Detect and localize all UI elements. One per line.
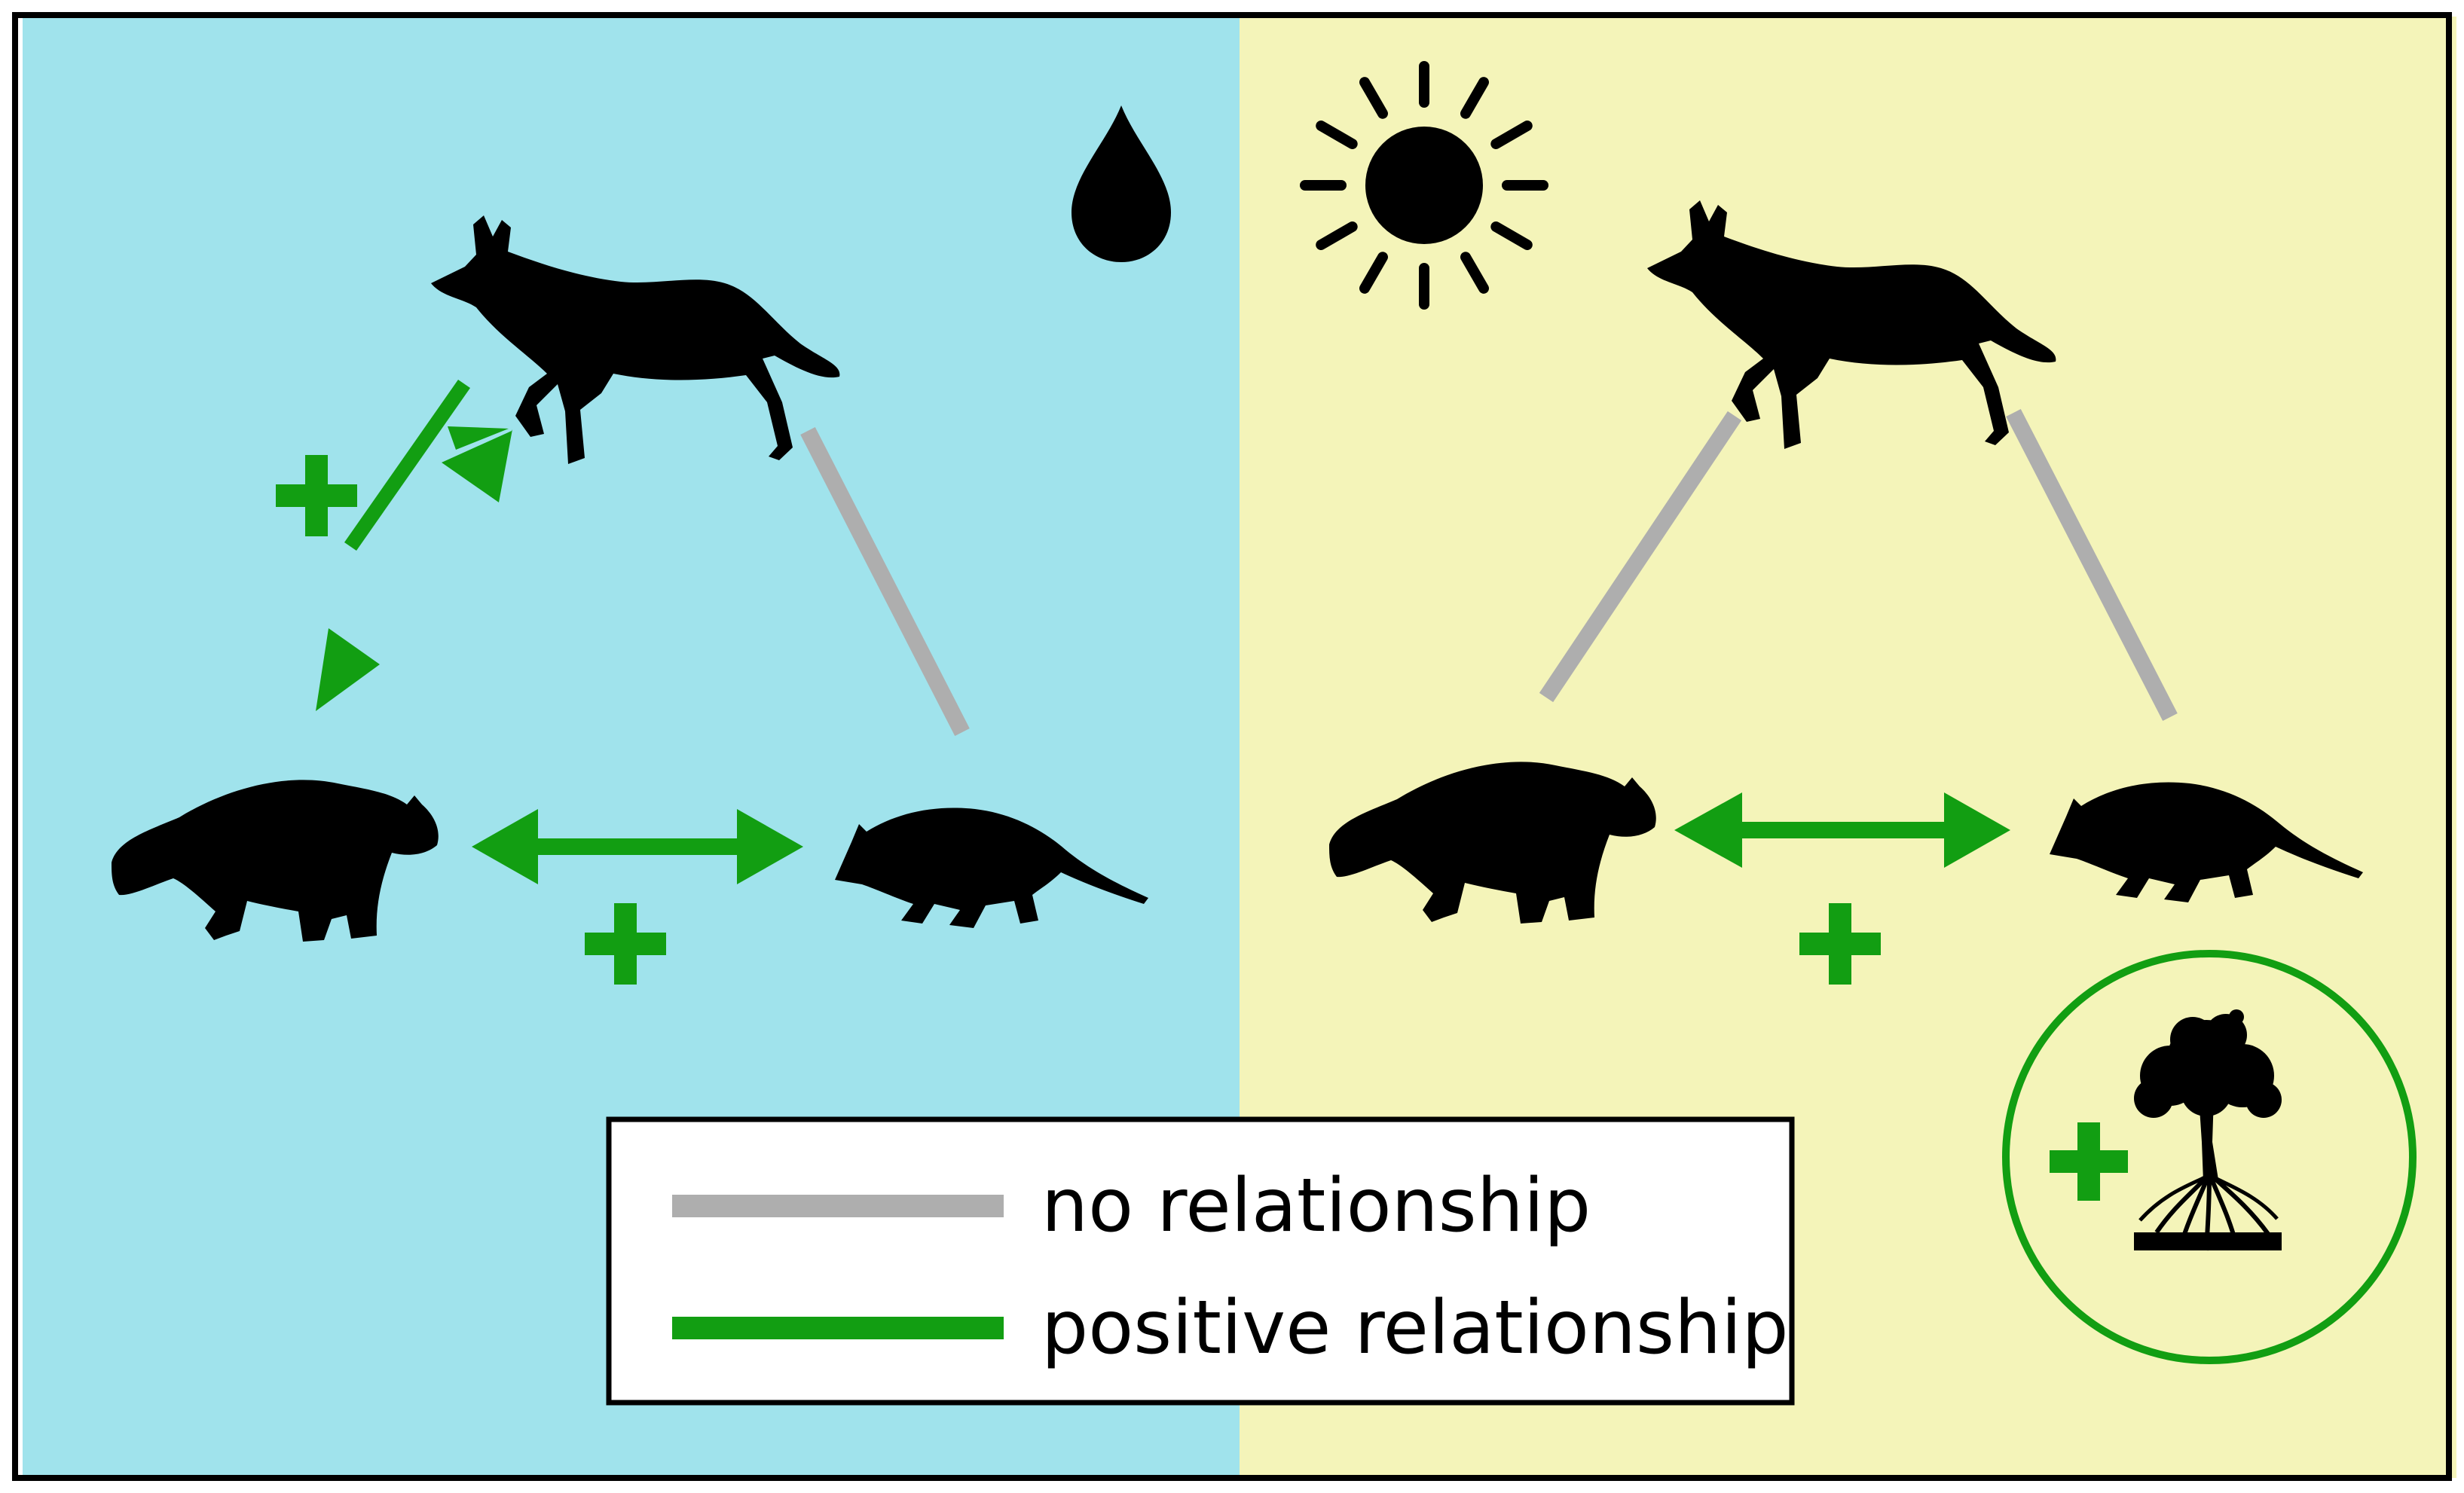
outer-border bbox=[12, 12, 2452, 1481]
sun-ray bbox=[1490, 221, 1533, 250]
legend-box bbox=[606, 1116, 1795, 1406]
sun-ray bbox=[1316, 221, 1358, 250]
sun-ray bbox=[1490, 121, 1533, 149]
plus-sign-habitat bbox=[2050, 1122, 2128, 1201]
positive-arrow-raccoon-opossum-wet bbox=[472, 809, 803, 884]
plus-sign-raccoon-opossum-wet bbox=[585, 903, 666, 985]
sun-ray bbox=[1460, 77, 1489, 119]
habitat-circle bbox=[2002, 950, 2417, 1364]
legend-label-positive-relationship: positive relationship bbox=[1041, 1285, 1789, 1371]
no-relationship-line-fox-opossum-dry bbox=[2006, 408, 2178, 722]
positive-arrow-fox-raccoon-wet bbox=[316, 380, 512, 711]
sun-icon bbox=[1300, 61, 1548, 310]
sun-ray bbox=[1460, 252, 1489, 294]
water-drop-icon bbox=[1072, 105, 1171, 262]
legend-swatch-no-relationship bbox=[672, 1195, 1004, 1217]
no-relationship-line-fox-raccoon-dry bbox=[1539, 411, 1742, 703]
sun-ray bbox=[1316, 121, 1358, 149]
plus-sign-fox-raccoon-wet bbox=[276, 455, 357, 536]
positive-arrow-raccoon-opossum-dry bbox=[1674, 792, 2010, 868]
legend-label-no-relationship: no relationship bbox=[1041, 1163, 1591, 1249]
plus-sign-raccoon-opossum-dry bbox=[1799, 903, 1881, 985]
legend: no relationship positive relationship bbox=[606, 1116, 1795, 1406]
sun-ray bbox=[1359, 77, 1388, 119]
wet-panel-content bbox=[112, 105, 1171, 985]
sun-ray bbox=[1359, 252, 1388, 294]
legend-swatch-positive-relationship bbox=[672, 1317, 1004, 1339]
no-relationship-line-fox-opossum-wet bbox=[800, 426, 970, 737]
dry-panel-content bbox=[1300, 61, 2417, 1364]
